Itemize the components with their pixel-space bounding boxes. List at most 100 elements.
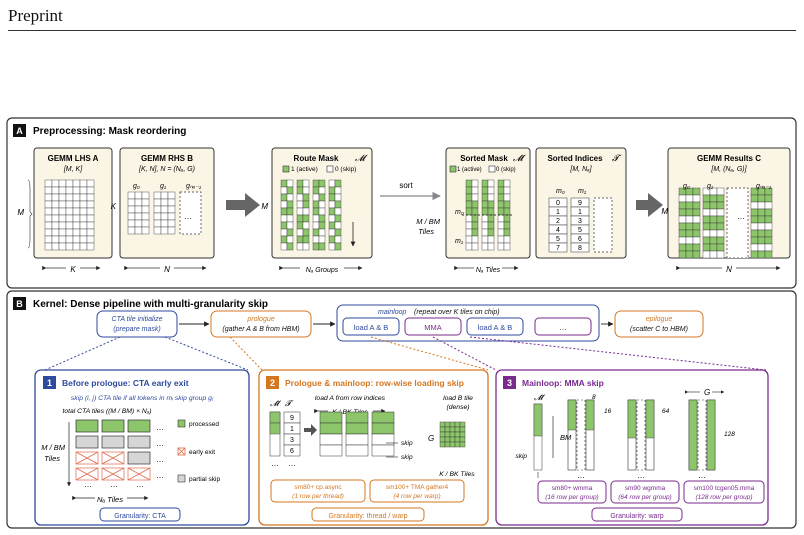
result-cell [702,194,711,203]
b-tile-cell [459,421,466,428]
mainloop-label: mainloop [378,309,407,316]
sorted-mask-symbol: 𝓜̃ [513,153,526,163]
a-tile-row [345,444,369,457]
result-cell [685,208,694,217]
lhs-cell [51,214,60,223]
sorted-mask-cell [497,242,505,251]
result-cell [757,215,766,224]
index-cell [570,242,590,253]
arrow-to-result [636,193,663,217]
lhs-cell [86,207,95,216]
mask-cell [334,242,342,251]
result-cell [750,222,759,231]
lhs-cell [72,221,81,230]
mask-groups-label: Nₐ Groups [306,267,339,274]
rhs-cell [167,191,176,200]
mask-legend-active: 1 (active) [291,166,318,173]
rhs-cell [153,191,162,200]
rhs-n-label: N [164,265,170,274]
mask-cell [286,221,294,230]
mask-cell [296,235,304,244]
lhs-grid [44,179,95,251]
box2-chip2-l2: (4 row per warp) [393,493,440,500]
lhs-cell [79,221,88,230]
index-value: 6 [290,448,294,455]
result-cell [678,222,687,231]
sorted-mask-cell [465,228,473,237]
mask-cell [312,200,320,209]
lhs-cell [44,228,53,237]
sorted-mask-cell [487,179,495,188]
sorted-mask-ylabel-2: Tiles [418,227,434,236]
box1-ylabel-2: Tiles [44,454,60,463]
box3-num: 3 [507,378,512,388]
mask-cell [296,221,304,230]
mask-cell [318,228,326,237]
result-cell [716,229,725,238]
result-cell [692,201,701,210]
box3-n8: 8 [592,394,596,401]
mask-cell [334,214,342,223]
sorted-mask-cell [465,193,473,202]
prologue-1: prologue [246,316,274,323]
mask-cell [302,186,310,195]
lhs-cell [86,221,95,230]
sm90-bar [636,399,646,471]
lhs-cell [65,235,74,244]
rhs-cell [141,212,150,221]
mask-legend-skip-swatch [326,165,334,173]
box1-granularity: Granularity: CTA [114,513,166,520]
box1-total: total CTA tiles ((M / BM) × Nₐ) [62,408,151,415]
mask-cell [328,221,336,230]
result-m-label: M [661,207,668,216]
rhs-title: GEMM RHS B [141,154,193,163]
b-tile-cell [444,436,451,443]
result-cell [764,215,773,224]
mask-cell [302,228,310,237]
sorted-mask-cell [465,235,473,244]
sorted-mask-cell [503,228,511,237]
box1-title: Before prologue: CTA early exit [62,378,189,388]
result-cell [709,229,718,238]
lhs-cell [79,207,88,216]
sorted-tiles-label: Nₐ Tiles [476,267,501,274]
lhs-cell [58,228,67,237]
box2-chip1-l1: sm80+ cp.async [294,484,342,491]
sorted-mask-cell [503,221,511,230]
cta-init-2: (prepare mask) [113,326,160,333]
result-cell [764,222,773,231]
box3-n64: 64 [662,408,670,415]
result-cell [709,243,718,252]
sorted-mask-cell [503,207,511,216]
result-cell [692,222,701,231]
a-tile-row [371,422,395,435]
mask-cell [269,411,281,424]
rhs-cell [134,219,143,228]
result-cell [709,201,718,210]
sorted-mask-cell [503,200,511,209]
mask-cell [302,179,310,188]
mask-cell [318,214,326,223]
sorted-mask-cell [497,235,505,244]
sorted-index-title: Sorted Indices [547,154,603,163]
prologue-2: (gather A & B from HBM) [222,326,299,333]
mask-cell [328,200,336,209]
box2-granularity: Granularity: thread / warp [329,513,408,520]
mask-cell [334,193,342,202]
b-tile-cell [439,436,446,443]
b-tile-cell [439,421,446,428]
b-tile-cell [454,436,461,443]
rhs-dashed-block [179,191,202,235]
b-tile-cell [444,421,451,428]
mask-cell [318,207,326,216]
result-cell [750,208,759,217]
cta-dots: … [84,480,92,489]
sorted-mask-cell [481,221,489,230]
lhs-cell [58,214,67,223]
mainloop-mma: MMA [424,323,442,332]
result-cell [764,194,773,203]
lhs-cell [51,242,60,251]
result-cell [692,243,701,252]
rhs-cell [167,219,176,228]
